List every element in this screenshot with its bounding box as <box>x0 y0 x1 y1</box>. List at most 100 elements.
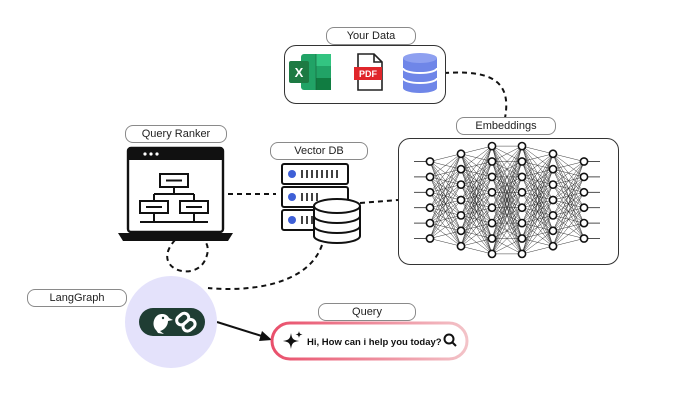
nn-edge <box>429 230 462 239</box>
sparkle-icon <box>283 331 303 349</box>
nn-edge <box>429 153 462 208</box>
nn-node <box>425 172 435 182</box>
nn-edge <box>460 176 493 247</box>
nn-edge <box>491 145 523 178</box>
nn-edge <box>491 146 523 239</box>
excel-icon: X <box>289 54 331 90</box>
nn-edge <box>521 169 554 254</box>
nn-edge <box>552 222 585 247</box>
arrowhead <box>259 331 272 341</box>
vector-db-label: Vector DB <box>270 142 368 160</box>
nn-edge <box>491 207 523 255</box>
nn-edge <box>552 176 585 247</box>
nn-edge <box>429 215 462 239</box>
nn-node <box>517 187 527 197</box>
embeddings-label: Embeddings <box>456 117 556 135</box>
nn-edge <box>552 161 585 185</box>
nn-node <box>548 164 558 174</box>
nn-node <box>425 157 435 166</box>
nn-node <box>425 187 435 197</box>
nn-node <box>456 149 466 159</box>
your-data-label: Your Data <box>326 27 416 45</box>
nn-edge <box>429 199 462 239</box>
nn-edge <box>552 192 585 247</box>
nn-edge <box>491 146 523 254</box>
nn-edge <box>429 169 462 239</box>
nn-node <box>487 249 497 259</box>
nn-node <box>517 172 527 182</box>
nn-node <box>579 187 589 197</box>
nn-edge <box>552 207 585 247</box>
nn-edge <box>521 199 554 255</box>
nn-node <box>456 195 466 205</box>
nn-node <box>487 187 497 197</box>
nn-node <box>548 210 558 220</box>
nn-node <box>425 203 435 213</box>
nn-edge <box>460 145 493 155</box>
nn-edge <box>491 238 523 255</box>
query-text: Hi, How can i help you today? <box>307 337 442 348</box>
nn-edge <box>460 146 493 231</box>
nn-edge <box>429 153 462 193</box>
nn-node <box>456 241 466 251</box>
nn-edge <box>521 245 554 255</box>
nn-edge <box>521 153 554 208</box>
nn-node <box>517 157 527 166</box>
connector-vectordb-to-embeddings <box>359 199 399 204</box>
nn-node <box>579 234 589 243</box>
langgraph-label: LangGraph <box>27 289 127 307</box>
nn-edge <box>491 145 523 193</box>
nn-edge <box>521 153 554 162</box>
nn-edge <box>521 153 554 178</box>
nn-node <box>425 234 435 243</box>
nn-node <box>487 234 497 243</box>
nn-edge <box>552 161 585 247</box>
nn-edge <box>521 153 554 254</box>
nn-node <box>487 157 497 166</box>
svg-text:PDF: PDF <box>359 69 378 79</box>
connector-vectordb-to-langgraph <box>207 244 323 290</box>
arrow-langgraph-to-query <box>216 321 269 339</box>
query-ranker-label: Query Ranker <box>125 125 227 143</box>
nn-node <box>517 141 527 151</box>
nn-edge <box>491 161 523 254</box>
nn-edge <box>521 145 554 155</box>
nn-node <box>548 180 558 189</box>
parrot-icon <box>153 314 173 334</box>
database-icon <box>402 53 438 93</box>
query-label: Query <box>318 303 416 321</box>
nn-edge <box>491 192 523 254</box>
nn-edge <box>521 184 554 254</box>
nn-edge <box>521 153 554 193</box>
nn-node <box>579 203 589 213</box>
nn-node <box>456 180 466 189</box>
nn-node <box>517 203 527 213</box>
nn-node <box>548 195 558 205</box>
nn-edge <box>460 207 493 247</box>
link-icon <box>175 311 197 333</box>
nn-edge <box>521 153 554 224</box>
nn-node <box>456 164 466 174</box>
nn-edge <box>521 215 554 255</box>
nn-edge <box>429 184 462 239</box>
connector-ranker-to-langgraph <box>166 239 209 273</box>
nn-node <box>579 172 589 182</box>
nn-node <box>517 234 527 243</box>
nn-node <box>548 149 558 159</box>
nn-edge <box>429 153 462 224</box>
nn-edge <box>521 230 554 255</box>
nn-edge <box>460 145 493 170</box>
nn-edge <box>552 161 585 201</box>
nn-node <box>579 218 589 228</box>
nn-edge <box>552 161 585 231</box>
nn-edge <box>429 153 462 178</box>
svg-text:X: X <box>295 65 304 80</box>
nn-node <box>487 141 497 151</box>
